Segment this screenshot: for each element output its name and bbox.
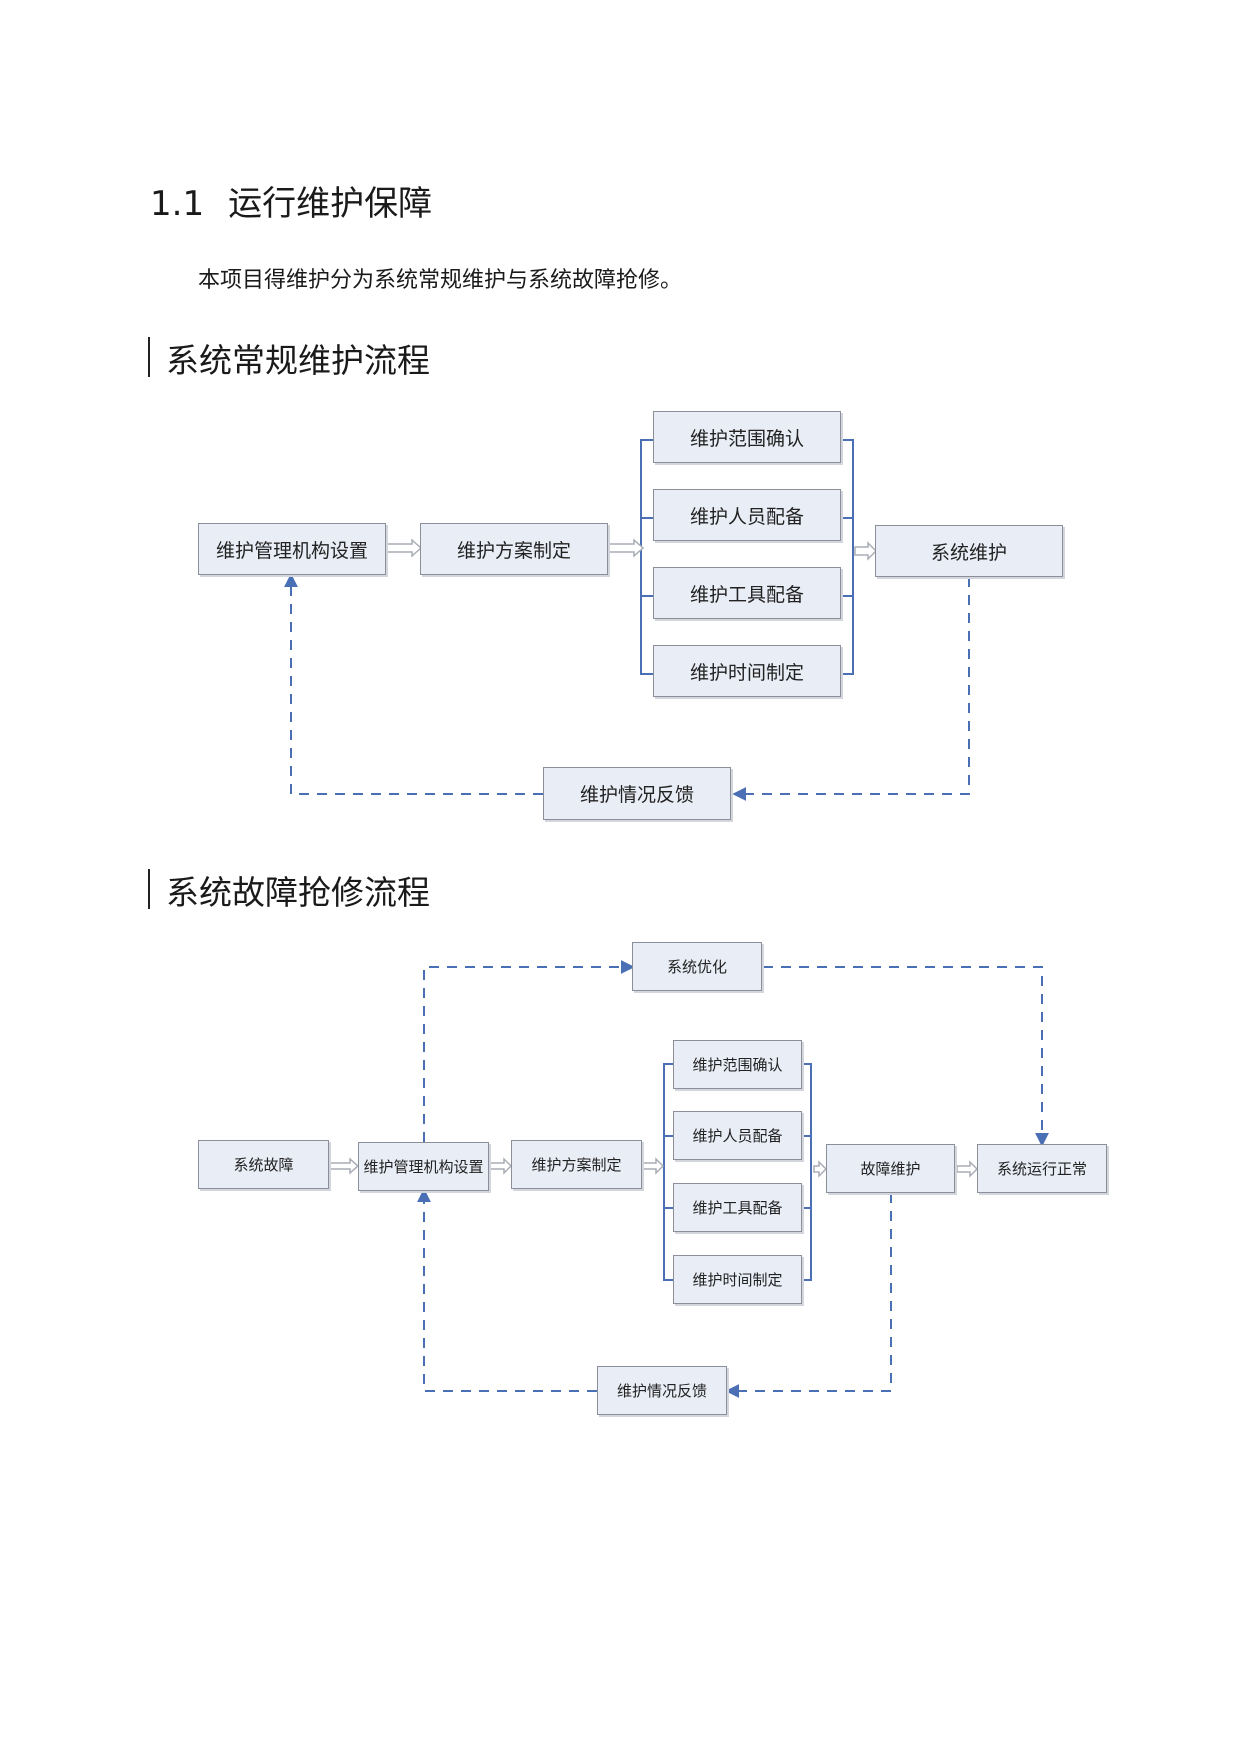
optimize-line-in (423, 960, 635, 1142)
box-scope: 维护范围确认 (673, 1040, 802, 1089)
routine-section-title: 系统常规维护流程 (166, 341, 430, 380)
box-scope: 维护范围确认 (653, 411, 841, 463)
heading-bar (148, 337, 150, 377)
optimize-line-out (763, 966, 1049, 1147)
box-fault-repair: 故障维护 (826, 1144, 955, 1193)
box-system-normal: 系统运行正常 (977, 1144, 1107, 1193)
section-heading: 1.1 运行维护保障 (150, 176, 432, 225)
box-system-maint: 系统维护 (875, 525, 1063, 577)
right-bracket (841, 439, 854, 675)
box-staff: 维护人员配备 (673, 1111, 802, 1160)
intro-paragraph: 本项目得维护分为系统常规维护与系统故障抢修。 (198, 268, 683, 293)
box-plan: 维护方案制定 (420, 523, 608, 575)
section-number: 1.1 (150, 184, 205, 224)
box-tools: 维护工具配备 (673, 1183, 802, 1232)
heading-bar (148, 869, 150, 909)
box-system-optimize: 系统优化 (632, 942, 762, 991)
box-mgmt-setup: 维护管理机构设置 (358, 1142, 489, 1191)
routine-section-heading: 系统常规维护流程 (148, 334, 430, 382)
section-title: 运行维护保障 (228, 184, 433, 224)
fault-section-heading: 系统故障抢修流程 (148, 866, 430, 914)
box-time: 维护时间制定 (673, 1255, 802, 1304)
box-time: 维护时间制定 (653, 645, 841, 697)
box-feedback: 维护情况反馈 (597, 1366, 727, 1415)
box-feedback: 维护情况反馈 (543, 767, 731, 820)
box-plan: 维护方案制定 (511, 1140, 642, 1189)
feedback-line-out (284, 573, 543, 795)
fault-section-title: 系统故障抢修流程 (166, 873, 430, 912)
left-bracket (640, 439, 653, 675)
feedback2-line-out (417, 1188, 597, 1392)
box-mgmt-setup: 维护管理机构设置 (198, 523, 386, 575)
box-staff: 维护人员配备 (653, 489, 841, 541)
box-tools: 维护工具配备 (653, 567, 841, 619)
box-fault: 系统故障 (198, 1140, 329, 1189)
